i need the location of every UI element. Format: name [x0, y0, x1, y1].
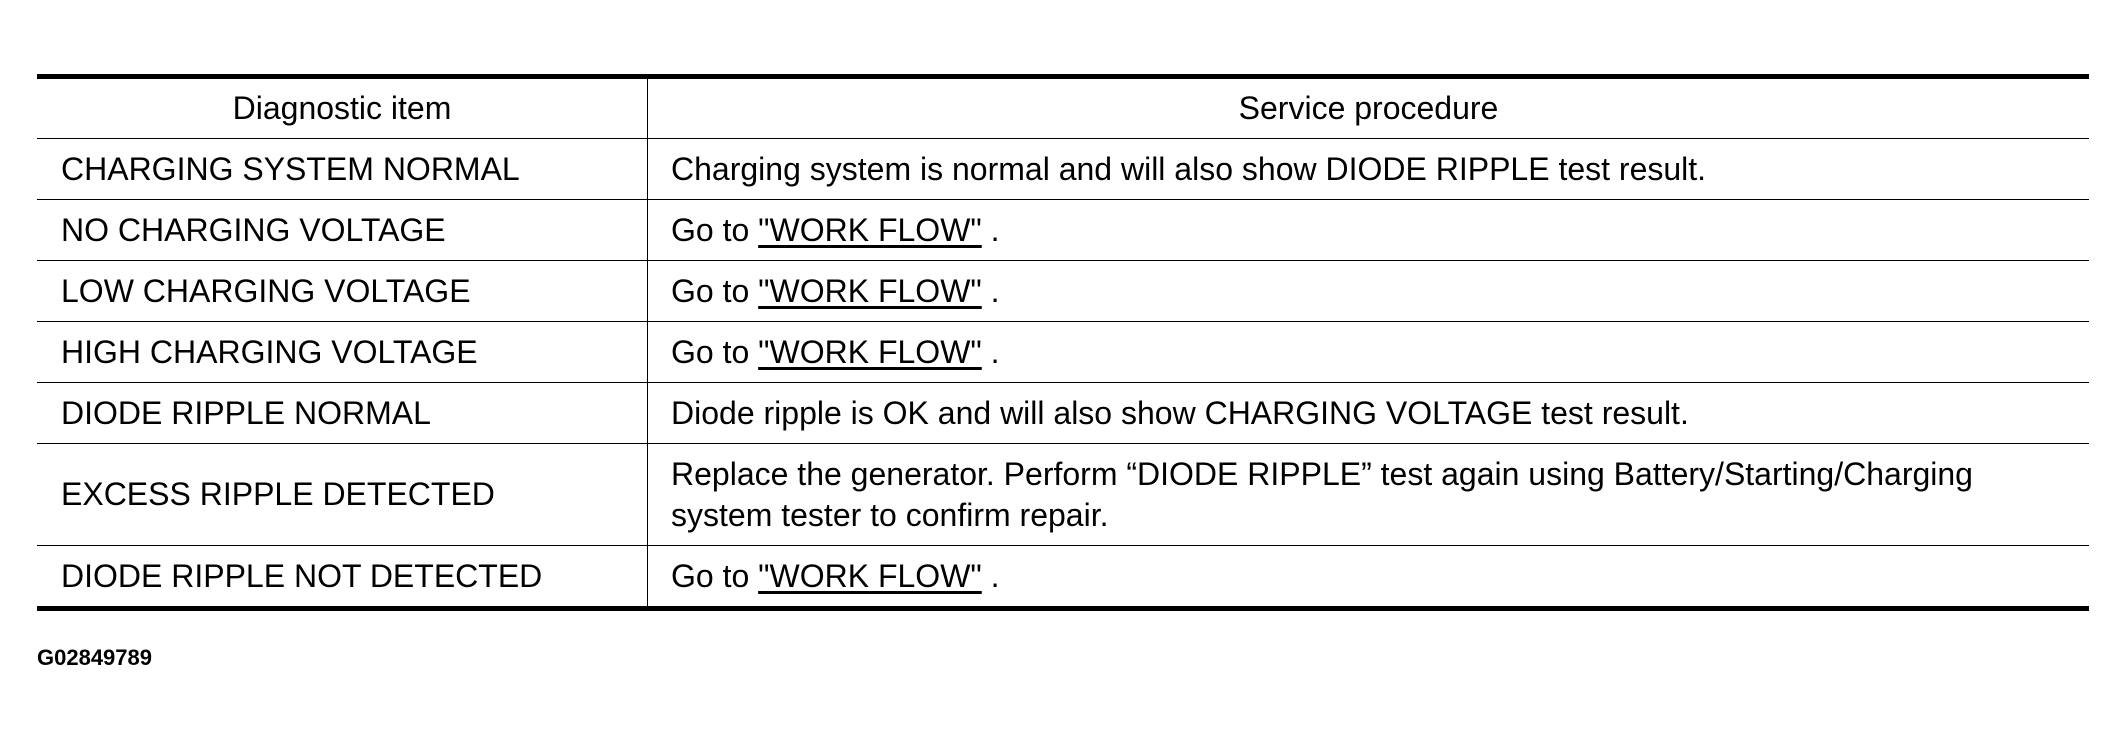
table-row: DIODE RIPPLE NORMAL Diode ripple is OK a… [37, 382, 2089, 444]
header-diagnostic-item: Diagnostic item [37, 76, 648, 139]
work-flow-link[interactable]: "WORK FLOW" [758, 272, 982, 309]
service-procedure-cell: Charging system is normal and will also … [647, 138, 2089, 200]
diagnostic-item-cell: LOW CHARGING VOLTAGE [37, 260, 648, 322]
service-procedure-cell: Replace the generator. Perform “DIODE RI… [647, 443, 2089, 546]
service-procedure-cell: Go to "WORK FLOW" . [647, 260, 2089, 322]
procedure-text: Go to [671, 211, 759, 248]
table-header-row: Diagnostic item Service procedure [37, 76, 2089, 139]
procedure-suffix: . [981, 272, 1000, 309]
table-row: CHARGING SYSTEM NORMAL Charging system i… [37, 138, 2089, 200]
procedure-suffix: . [981, 333, 1000, 370]
diagnostic-item-cell: EXCESS RIPPLE DETECTED [37, 443, 648, 546]
table-row: DIODE RIPPLE NOT DETECTED Go to "WORK FL… [37, 545, 2089, 609]
figure-code: G02849789 [37, 645, 152, 670]
service-procedure-cell: Go to "WORK FLOW" . [647, 199, 2089, 261]
service-procedure-cell: Go to "WORK FLOW" . [647, 545, 2089, 609]
diagnostic-item-cell: NO CHARGING VOLTAGE [37, 199, 648, 261]
procedure-text: Go to [671, 557, 759, 594]
diagnostic-table: Diagnostic item Service procedure CHARGI… [37, 74, 2089, 611]
work-flow-link[interactable]: "WORK FLOW" [758, 333, 982, 370]
procedure-suffix: . [981, 211, 1000, 248]
diagnostic-item-cell: DIODE RIPPLE NOT DETECTED [37, 545, 648, 609]
procedure-suffix: . [981, 557, 1000, 594]
diagnostic-item-cell: CHARGING SYSTEM NORMAL [37, 138, 648, 200]
service-procedure-cell: Diode ripple is OK and will also show CH… [647, 382, 2089, 444]
table-row: EXCESS RIPPLE DETECTED Replace the gener… [37, 443, 2089, 546]
diagnostic-item-cell: HIGH CHARGING VOLTAGE [37, 321, 648, 383]
work-flow-link[interactable]: "WORK FLOW" [758, 557, 982, 594]
diagnostic-item-cell: DIODE RIPPLE NORMAL [37, 382, 648, 444]
diagnostic-table-container: Diagnostic item Service procedure CHARGI… [37, 74, 2089, 611]
table-row: HIGH CHARGING VOLTAGE Go to "WORK FLOW" … [37, 321, 2089, 383]
table-row: LOW CHARGING VOLTAGE Go to "WORK FLOW" . [37, 260, 2089, 322]
service-procedure-cell: Go to "WORK FLOW" . [647, 321, 2089, 383]
procedure-text: Go to [671, 272, 759, 309]
header-service-procedure: Service procedure [647, 76, 2089, 139]
work-flow-link[interactable]: "WORK FLOW" [758, 211, 982, 248]
procedure-text: Go to [671, 333, 759, 370]
table-row: NO CHARGING VOLTAGE Go to "WORK FLOW" . [37, 199, 2089, 261]
